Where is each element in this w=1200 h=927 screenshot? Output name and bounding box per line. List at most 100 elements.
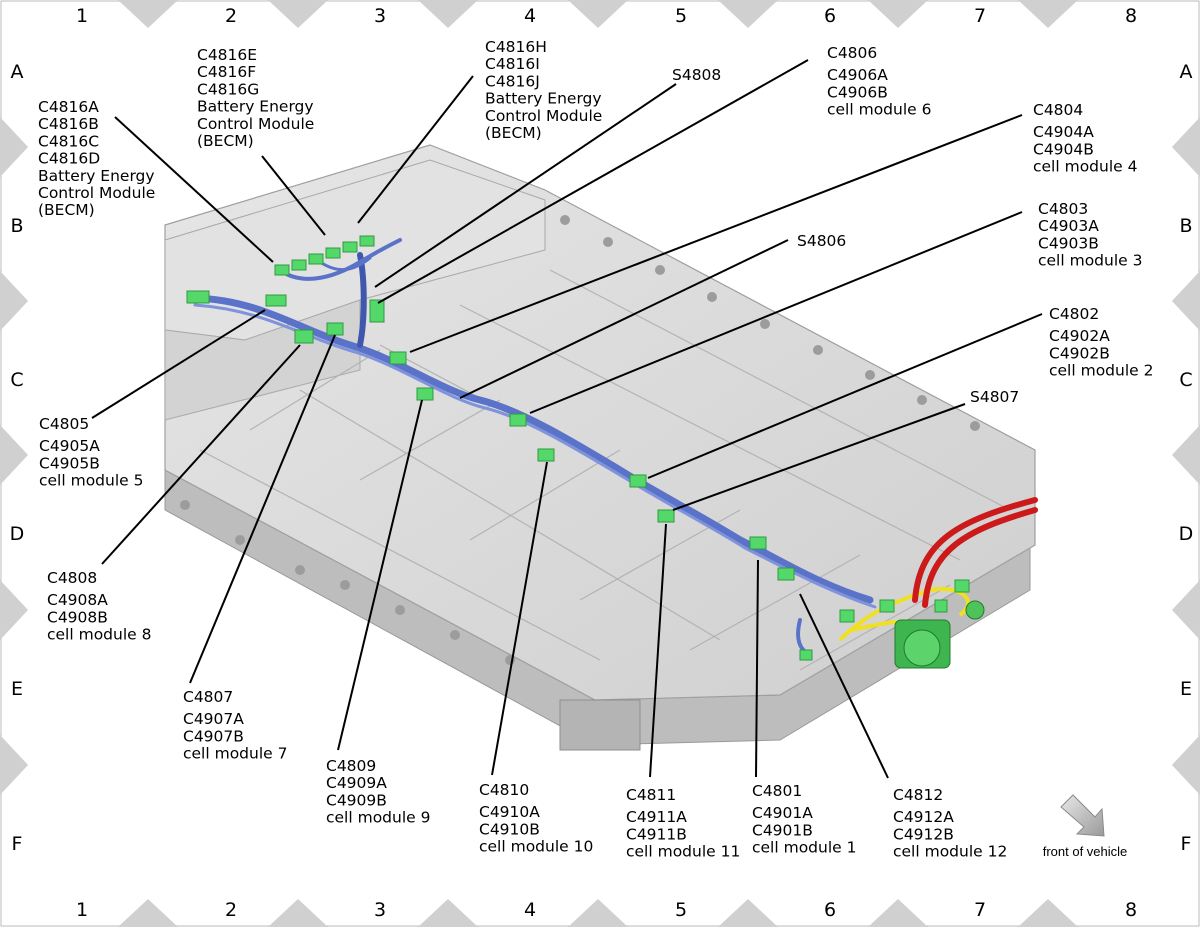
harness-connectors [186,235,970,661]
callout-line: cell module 12 [893,843,1007,861]
grid-col-bottom-3: 3 [374,899,386,921]
callout-line: C4906A [827,66,888,84]
grid-col-top-4: 4 [524,5,536,27]
callout-line: C4816F [197,63,256,81]
grid-col-bottom-1: 1 [76,899,88,921]
callout-line: C4908B [47,608,108,626]
callout-line: C4909B [326,791,387,809]
callout-line: S4808 [672,66,721,84]
callout-line: C4810 [479,781,529,799]
grid-row-right-A: A [1180,61,1193,83]
callout-line: (BECM) [485,124,542,142]
callout-s4807: S4807 [970,388,1019,406]
callout-line: Control Module [485,107,602,125]
callout-line: C4906B [827,83,888,101]
callout-line: C4902A [1049,327,1110,345]
callout-line: S4806 [797,232,846,250]
callout-line: C4912A [893,808,954,826]
callout-line: C4901A [752,804,813,822]
grid-col-top-6: 6 [824,5,836,27]
grid-col-top-3: 3 [374,5,386,27]
callout-line: cell module 5 [39,472,143,490]
callout-line: C4816J [485,72,540,90]
callout-line: cell module 10 [479,838,593,856]
leader-lines [91,59,1043,779]
grid-col-top-1: 1 [76,5,88,27]
callout-line: C4903A [1038,217,1099,235]
grid-col-bottom-7: 7 [974,899,986,921]
callout-line: (BECM) [197,132,254,150]
callout-line: C4816C [38,132,99,150]
callout-line: Battery Energy [38,167,155,185]
grid-row-left-B: B [10,215,23,237]
callout-line: C4816D [38,150,100,168]
callout-line: C4901B [752,821,813,839]
callout-line: cell module 8 [47,626,151,644]
callout-line: C4816I [485,55,540,73]
callout-line: C4903B [1038,234,1099,252]
grid-row-right-B: B [1179,215,1192,237]
callout-line: C4803 [1038,200,1088,218]
callout-line: C4812 [893,786,943,804]
callout-line: C4911B [626,825,687,843]
callout-line: C4908A [47,591,108,609]
callout-line: Battery Energy [485,90,602,108]
callout-line: C4816H [485,38,547,56]
callout-line: cell module 2 [1049,362,1153,380]
callout-line: C4802 [1049,305,1099,323]
callout-line: C4905B [39,454,100,472]
grid-row-left-C: C [10,369,23,391]
callout-line: Control Module [38,184,155,202]
callout-line: cell module 9 [326,809,430,827]
hv-cable [912,497,1038,608]
grid-col-bottom-6: 6 [824,899,836,921]
callout-line: cell module 6 [827,101,931,119]
callout-line: C4910B [479,820,540,838]
callout-line: C4809 [326,757,376,775]
grid-row-right-C: C [1179,369,1192,391]
grid-row-right-D: D [1179,523,1194,545]
callout-line: C4804 [1033,101,1083,119]
grid-row-left-D: D [10,523,25,545]
callout-line: C4910A [479,803,540,821]
callout-line: Control Module [197,115,314,133]
front-arrow-icon [1060,794,1105,837]
callout-line: C4902B [1049,344,1110,362]
grid-col-top-8: 8 [1125,5,1137,27]
callout-line: cell module 11 [626,843,740,861]
callout-line: C4806 [827,44,877,62]
callout-line: cell module 4 [1033,158,1137,176]
callout-line: C4816A [38,98,99,116]
grid-col-top-2: 2 [225,5,237,27]
grid-col-top-5: 5 [675,5,687,27]
callout-line: cell module 1 [752,839,856,857]
callout-line: cell module 7 [183,745,287,763]
callout-line: C4811 [626,786,676,804]
callout-line: C4807 [183,688,233,706]
callout-line: C4816B [38,115,99,133]
callout-s4806: S4806 [797,232,846,250]
callout-s4808: S4808 [672,66,721,84]
contactor-assembly [894,600,985,669]
callout-line: C4904B [1033,140,1094,158]
grid-row-right-F: F [1181,833,1192,855]
callout-line: S4807 [970,388,1019,406]
grid-col-bottom-4: 4 [524,899,536,921]
grid-col-bottom-2: 2 [225,899,237,921]
grid-col-bottom-8: 8 [1125,899,1137,921]
callout-line: C4907A [183,710,244,728]
callout-line: C4805 [39,415,89,433]
